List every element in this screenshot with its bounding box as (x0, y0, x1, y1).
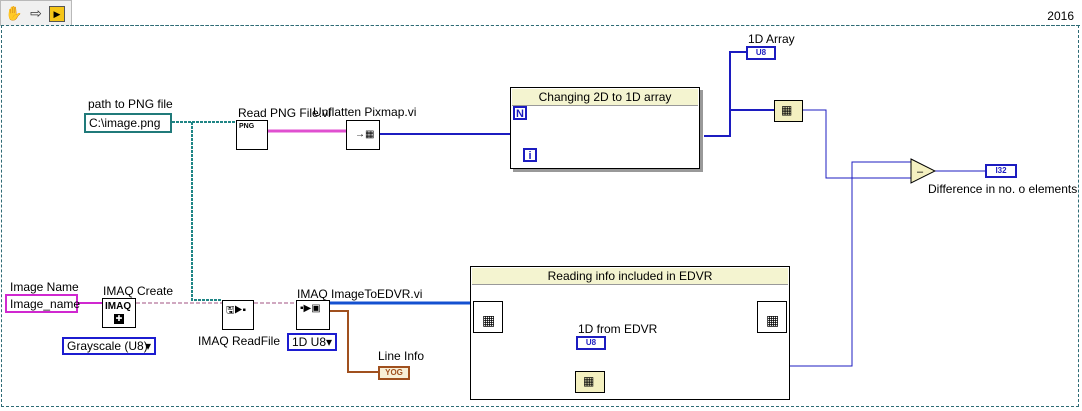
imaq-create-node[interactable]: IMAQ ✚ (102, 298, 136, 328)
image-to-edvr-node[interactable]: ▪▶▣ (296, 300, 330, 330)
image-name-value: Image_name (10, 297, 81, 311)
edvr-grid-icon: ▦ (482, 312, 496, 328)
chevron-down-icon: ▾ (144, 339, 151, 353)
read-png-label: Read PNG File.vi (238, 106, 331, 120)
unflatten-node[interactable]: →▦ (346, 120, 380, 150)
image-type-value: Grayscale (U8) (67, 339, 148, 353)
line-info-label: Line Info (378, 349, 425, 363)
imaq-icon: IMAQ (105, 301, 132, 312)
unflatten-label: Unflatten Pixmap.vi (313, 105, 417, 119)
imaq-create-glyph: ✚ (114, 314, 124, 324)
path-control[interactable]: C:\image.png (84, 113, 172, 133)
imaq-readfile-node[interactable]: 🖫▶▪ (222, 300, 254, 330)
edvr-icon: ▪▶▣ (300, 303, 321, 314)
readfile-icon: 🖫▶▪ (226, 305, 247, 316)
array-1d-indicator[interactable]: U8 (746, 46, 776, 60)
edvr-right-node[interactable]: ▦ (757, 301, 787, 333)
array-size-node[interactable]: ▦ (774, 100, 803, 122)
array-1d-label: 1D Array (748, 32, 795, 46)
edvr-left-node[interactable]: ▦ (473, 301, 503, 333)
imaq-readfile-label: IMAQ ReadFile (198, 334, 281, 348)
path-label: path to PNG file (88, 97, 173, 111)
edvr-type-select[interactable]: 1D U8 ▾ (287, 333, 337, 351)
edvr-type-value: 1D U8 (292, 335, 327, 349)
path-value: C:\image.png (89, 116, 161, 130)
run-arrow-icon[interactable]: ⇨ (30, 5, 42, 21)
size-wire-1 (803, 109, 912, 179)
image-name-label: Image Name (10, 280, 79, 294)
for-loop-title: Changing 2D to 1D array (512, 89, 698, 106)
array-out-wire (704, 51, 774, 137)
edvr-grid-icon: ▦ (766, 312, 780, 328)
line-info-wire (330, 310, 378, 373)
svg-text:–: – (917, 166, 924, 178)
edvr-inplace-frame[interactable]: Reading info included in EDVR ▦ ▦ ▦ (470, 266, 790, 400)
toolbar: ✋ ⇨ ▶ (0, 0, 72, 26)
path-wire (172, 121, 236, 301)
loop-iteration-terminal: i (523, 148, 537, 162)
array-size-icon: ▦ (781, 103, 793, 117)
diff-label: Difference in no. o elements (928, 182, 1078, 196)
array-size-icon: ▦ (583, 374, 595, 388)
edvr-frame-title: Reading info included in EDVR (472, 268, 788, 285)
edvr-1d-label: 1D from EDVR (578, 322, 658, 336)
image-name-control[interactable]: Image_name (5, 294, 81, 313)
block-diagram-frame (1, 25, 1079, 407)
imaq-create-label: IMAQ Create (103, 284, 174, 298)
read-png-node[interactable]: PNG (236, 120, 268, 150)
size-wire-2 (784, 161, 912, 367)
png-icon: PNG (239, 123, 255, 130)
image-type-select[interactable]: Grayscale (U8) ▾ (62, 337, 156, 355)
version-label: 2016 (1047, 9, 1074, 23)
chevron-down-icon: ▾ (325, 335, 332, 349)
for-loop[interactable]: Changing 2D to 1D array N i (510, 87, 700, 169)
edvr-array-size-node[interactable]: ▦ (575, 371, 605, 393)
diff-indicator[interactable]: I32 (985, 164, 1017, 178)
image-to-edvr-label: IMAQ ImageToEDVR.vi (297, 287, 423, 301)
edvr-1d-indicator[interactable]: U8 (576, 336, 606, 350)
line-info-indicator[interactable]: YOG (378, 366, 410, 380)
hand-icon[interactable]: ✋ (5, 5, 23, 21)
loop-count-terminal: N (513, 106, 527, 120)
vi-run-icon[interactable]: ▶ (49, 6, 65, 22)
unflatten-icon: →▦ (355, 129, 375, 140)
subtract-node[interactable]: – (910, 158, 936, 184)
